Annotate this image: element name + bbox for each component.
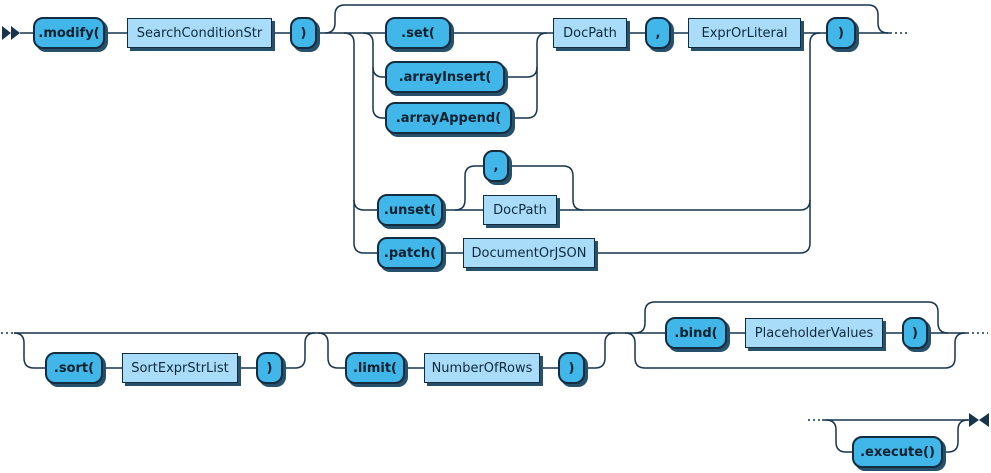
nonterminal-placeholder-values: PlaceholderValues xyxy=(745,318,883,348)
terminal-close-paren-bind: ) xyxy=(902,317,928,349)
terminal-comma-unset: , xyxy=(483,150,509,182)
terminal-array-append: .arrayAppend( xyxy=(385,102,512,134)
terminal-patch: .patch( xyxy=(377,237,443,269)
terminal-close-paren-limit: ) xyxy=(558,352,585,384)
terminal-close-paren-modify: ) xyxy=(290,17,317,49)
connector-lines xyxy=(13,4,970,453)
terminal-close-paren-sort: ) xyxy=(256,352,283,384)
nonterminal-doc-path-set: DocPath xyxy=(553,18,627,48)
terminal-comma-set: , xyxy=(645,17,671,49)
nonterminal-sort-expr-str-list: SortExprStrList xyxy=(122,353,238,383)
terminal-sort: .sort( xyxy=(45,352,103,384)
nonterminal-expr-or-literal: ExprOrLiteral xyxy=(688,18,801,48)
terminal-modify: .modify( xyxy=(33,17,105,49)
terminal-set: .set( xyxy=(385,17,451,49)
start-marker-icon xyxy=(2,26,20,40)
terminal-execute: .execute() xyxy=(852,436,943,468)
terminal-limit: .limit( xyxy=(345,352,405,384)
terminal-bind: .bind( xyxy=(665,317,727,349)
nonterminal-doc-path-unset: DocPath xyxy=(483,195,557,225)
continuation-dots xyxy=(1,32,988,421)
nonterminal-document-or-json: DocumentOrJSON xyxy=(463,238,595,268)
terminal-unset: .unset( xyxy=(377,194,443,226)
terminal-array-insert: .arrayInsert( xyxy=(385,61,505,93)
nonterminal-number-of-rows: NumberOfRows xyxy=(424,353,540,383)
terminal-close-paren-set: ) xyxy=(826,17,856,49)
nonterminal-search-condition-str: SearchConditionStr xyxy=(127,18,272,48)
end-marker-icon xyxy=(969,413,989,427)
